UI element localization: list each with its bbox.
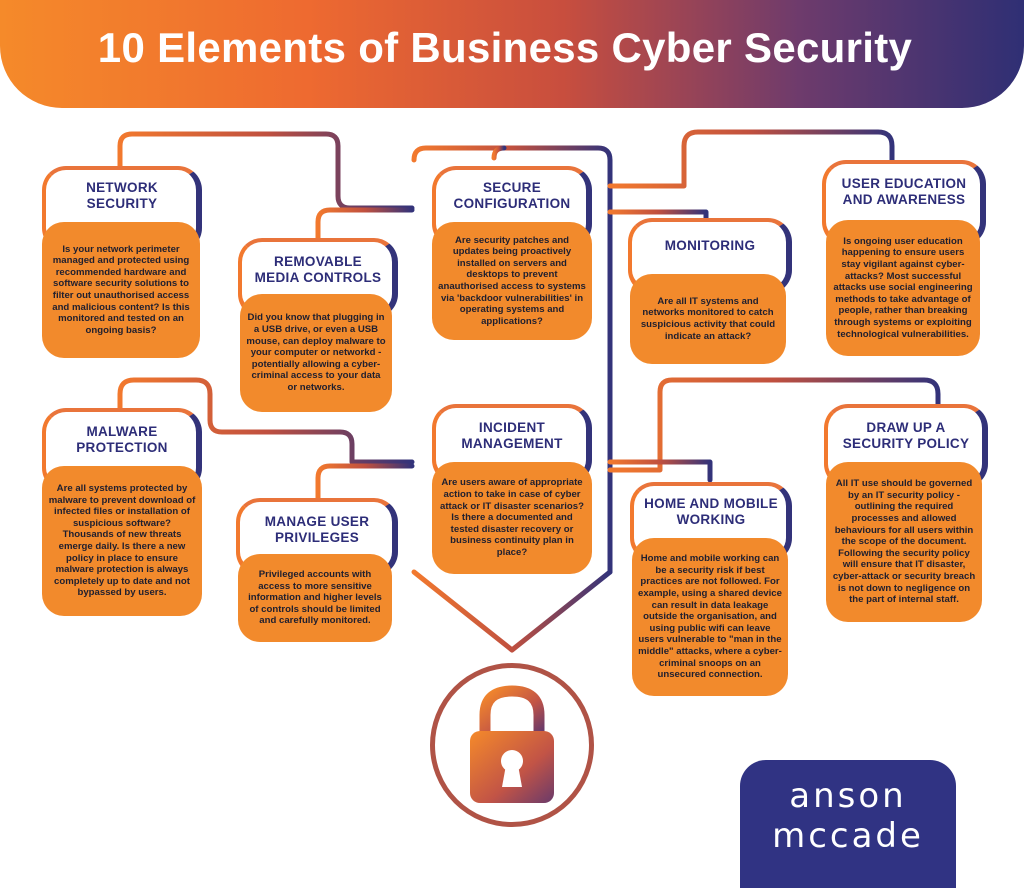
title-banner: 10 Elements of Business Cyber Security [0, 0, 1024, 108]
logo-line-2: mccade [772, 816, 924, 856]
card-body: Are all systems protected by malware to … [42, 466, 202, 616]
card-title: INCIDENT MANAGEMENT [461, 420, 563, 451]
card-body: Are security patches and updates being p… [432, 222, 592, 340]
card-title: REMOVABLE MEDIA CONTROLS [254, 254, 382, 285]
page-title: 10 Elements of Business Cyber Security [97, 24, 913, 71]
card-title: MANAGE USER PRIVILEGES [264, 514, 370, 545]
logo-line-1: anson [789, 776, 907, 816]
card-title: NETWORK SECURITY [86, 180, 158, 211]
card-title: USER EDUCATION AND AWARENESS [841, 176, 967, 207]
card-body: All IT use should be governed by an IT s… [826, 462, 982, 622]
card-body: Are all IT systems and networks monitore… [630, 274, 786, 364]
card-title: SECURE CONFIGURATION [453, 180, 571, 211]
company-logo: anson mccade [740, 760, 956, 888]
card-body: Home and mobile working can be a securit… [632, 538, 788, 696]
card-title: MONITORING [664, 238, 756, 253]
card-title: MALWARE PROTECTION [76, 424, 168, 455]
card-title: HOME AND MOBILE WORKING [644, 496, 778, 527]
card-body: Did you know that plugging in a USB driv… [240, 294, 392, 412]
card-body: Is your network perimeter managed and pr… [42, 222, 200, 358]
card-body: Is ongoing user education happening to e… [826, 220, 980, 356]
card-body: Privileged accounts with access to more … [238, 554, 392, 642]
card-body: Are users aware of appropriate action to… [432, 462, 592, 574]
card-title: DRAW UP A SECURITY POLICY [842, 420, 970, 451]
lock-ring [430, 663, 594, 827]
padlock-icon [470, 685, 554, 803]
